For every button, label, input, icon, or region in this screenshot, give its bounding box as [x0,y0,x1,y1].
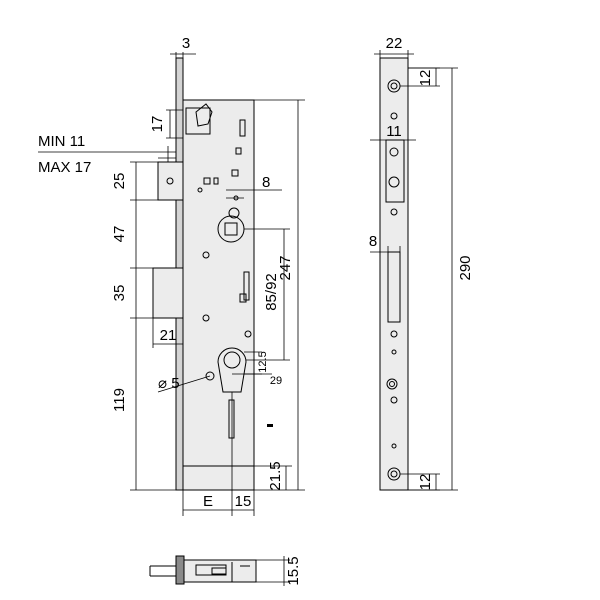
fixing-hole-2 [202,314,210,322]
plan-inner-2 [211,567,227,575]
dim-slot-width: 8 [369,233,377,250]
latch-screw [166,177,174,185]
top-lever [195,103,213,127]
notch-4 [231,169,239,177]
front-view [152,57,273,491]
dim-front-width: 15 [235,493,252,510]
latch-screw-2 [388,176,400,188]
lower-screw-outer [386,378,398,390]
small-hole-4 [391,349,397,355]
fixing-hole-3 [244,330,252,338]
dim-faceplate-width: 22 [386,35,403,52]
top-mechanism [185,107,211,135]
small-hole-5 [390,396,398,404]
fixing-hole-1 [202,251,210,259]
small-mark [267,424,273,427]
dim-latch-slot: 11 [386,123,402,140]
screw-top-inner [390,82,398,90]
lower-slot [228,399,235,439]
slot-top [239,119,246,137]
cylinder-cutout [217,347,247,393]
dim-cylinder-width: 29 [270,375,282,387]
dim-spindle: 8 [262,174,270,191]
dim-backset: E [203,493,213,510]
small-hole-3 [390,330,398,338]
latch-bolt [157,161,184,201]
spindle-square [224,222,238,236]
pin-1 [197,187,203,193]
notch-2 [203,177,211,185]
small-hole-6 [391,443,397,449]
side-dimensions: 22 12 290 11 8 12 [369,35,474,491]
small-hole-1 [390,112,398,120]
dim-spacing-upper: 47 [111,226,128,243]
slot-mid-2 [239,293,247,303]
dim-faceplate-thickness: 3 [182,35,190,52]
dim-bottom-offset: 21.5 [267,461,284,490]
dim-faceplate-length: 290 [457,255,474,280]
dim-case-height: 247 [277,255,294,280]
dim-centre-distance: 85/92 [263,273,280,311]
notch-1 [235,147,242,155]
side-view [379,57,409,491]
plan-faceplate [175,555,185,585]
dim-latch-height: 25 [111,173,128,190]
latch-screw-1 [389,147,399,157]
dim-deadbolt-height: 35 [111,285,128,302]
lock-case [182,99,255,491]
dim-deadbolt-throw: 21 [160,327,177,344]
screw-bottom-inner [390,470,398,478]
dim-top-hole-offset: 12 [417,70,434,87]
dim-plan-depth: 15.5 [285,556,302,585]
label-max: MAX 17 [38,159,91,176]
fixing-hole-5mm [205,371,215,381]
plan-case [183,559,257,583]
dim-fixing-hole: ⌀ 5 [158,375,180,392]
small-hole-2 [390,208,398,216]
notch-3 [213,177,219,185]
cylinder-core [223,351,241,369]
dim-cylinder-small: 12.5 [257,351,269,372]
label-min: MIN 11 [38,133,85,150]
dead-bolt [152,267,184,319]
pin-3 [228,207,240,219]
dim-bottom-hole-offset: 12 [417,474,434,491]
dim-latch-offset: 17 [149,116,166,133]
faceplate-side [379,57,409,491]
plan-view: 15.5 [149,555,302,586]
front-dimensions: 3 17 MIN 11 MAX 17 25 47 35 21 119 [38,35,305,516]
dim-distance-bottom: 119 [111,388,128,412]
lower-screw-inner [389,381,395,387]
